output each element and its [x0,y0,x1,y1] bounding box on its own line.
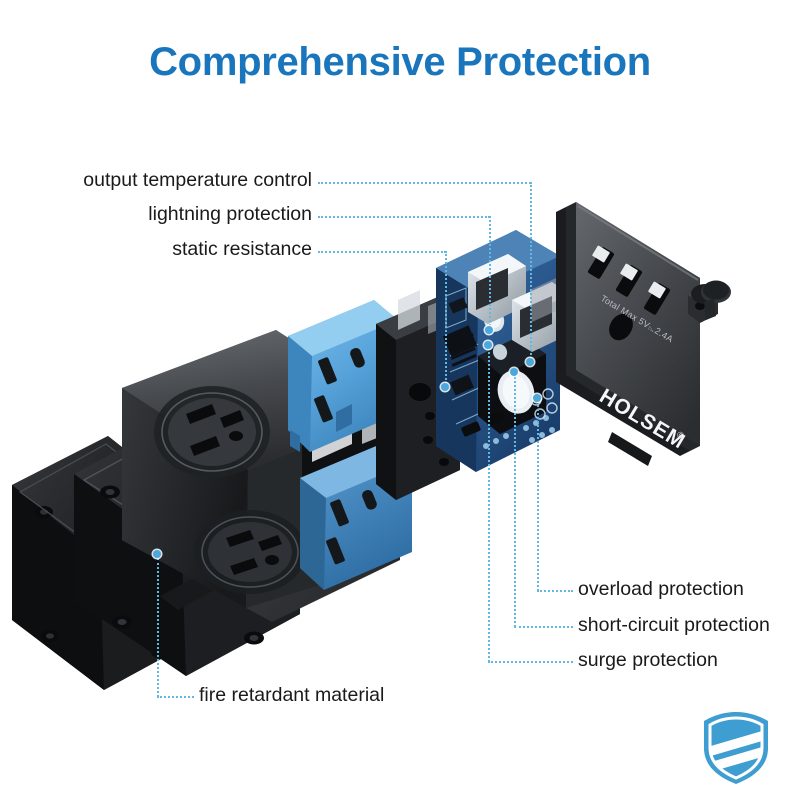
safety-shutter-upper [288,300,398,452]
shield-stripes [710,728,762,774]
leader-dot-output-temperature-control [526,358,534,366]
leader-dot-lightning-protection [485,326,493,334]
leader-line-output-temperature-control-h [318,182,531,184]
cover-rating-text: Total Max 5V⌳2.4A [599,293,675,344]
page-title: Comprehensive Protection [149,40,651,84]
leader-line-output-temperature-control-v [530,182,532,362]
leader-line-fire-retardant-material-h [157,696,194,698]
ac-outlet-upper [154,386,270,478]
rear-housing-inner [74,412,300,676]
usb-port-housings [468,254,580,352]
shield-inner-ring [708,716,764,780]
leader-dot-surge-protection [484,341,492,349]
brand-logo-text: HOLSEM [595,385,689,454]
leader-line-static-resistance-v [445,251,447,387]
leader-line-fire-retardant-material-v [157,558,159,697]
leader-line-lightning-protection-v [489,216,491,330]
leader-line-surge-protection-h [488,661,573,663]
leader-dot-overload-protection [533,394,541,402]
screw-assembly [688,280,731,323]
internal-frame [376,290,460,500]
safety-shutter-lower [300,442,412,590]
leader-line-overload-protection-h [537,590,573,592]
protection-shield-icon [704,712,768,784]
callout-label-static-resistance: static resistance [172,238,312,260]
rear-housing-outer [12,436,196,690]
leader-dot-static-resistance [441,383,449,391]
leader-line-overload-protection-v [537,398,539,591]
callout-label-overload-protection: overload protection [578,578,744,600]
leader-line-short-circuit-protection-v [514,372,516,627]
circuit-board [436,230,560,472]
leader-line-short-circuit-protection-h [514,626,573,628]
callout-label-short-circuit-protection: short-circuit protection [578,614,770,636]
callout-label-output-temperature-control: output temperature control [83,169,312,191]
ac-outlet-lower [194,510,306,594]
brand-registered-mark: ® [675,429,686,441]
callout-label-fire-retardant-material: fire retardant material [199,684,385,706]
leader-dot-short-circuit-protection [510,368,518,376]
leader-dot-fire-retardant-material [153,550,161,558]
leader-line-static-resistance-h [318,251,446,253]
front-cover-plate: Total Max 5V⌳2.4A HOLSEM ® [556,202,700,466]
leader-line-lightning-protection-h [318,216,490,218]
leader-line-surge-protection-v [488,345,490,662]
callout-label-lightning-protection: lightning protection [148,203,312,225]
callout-label-surge-protection: surge protection [578,649,718,671]
outlet-body-front [122,330,400,622]
